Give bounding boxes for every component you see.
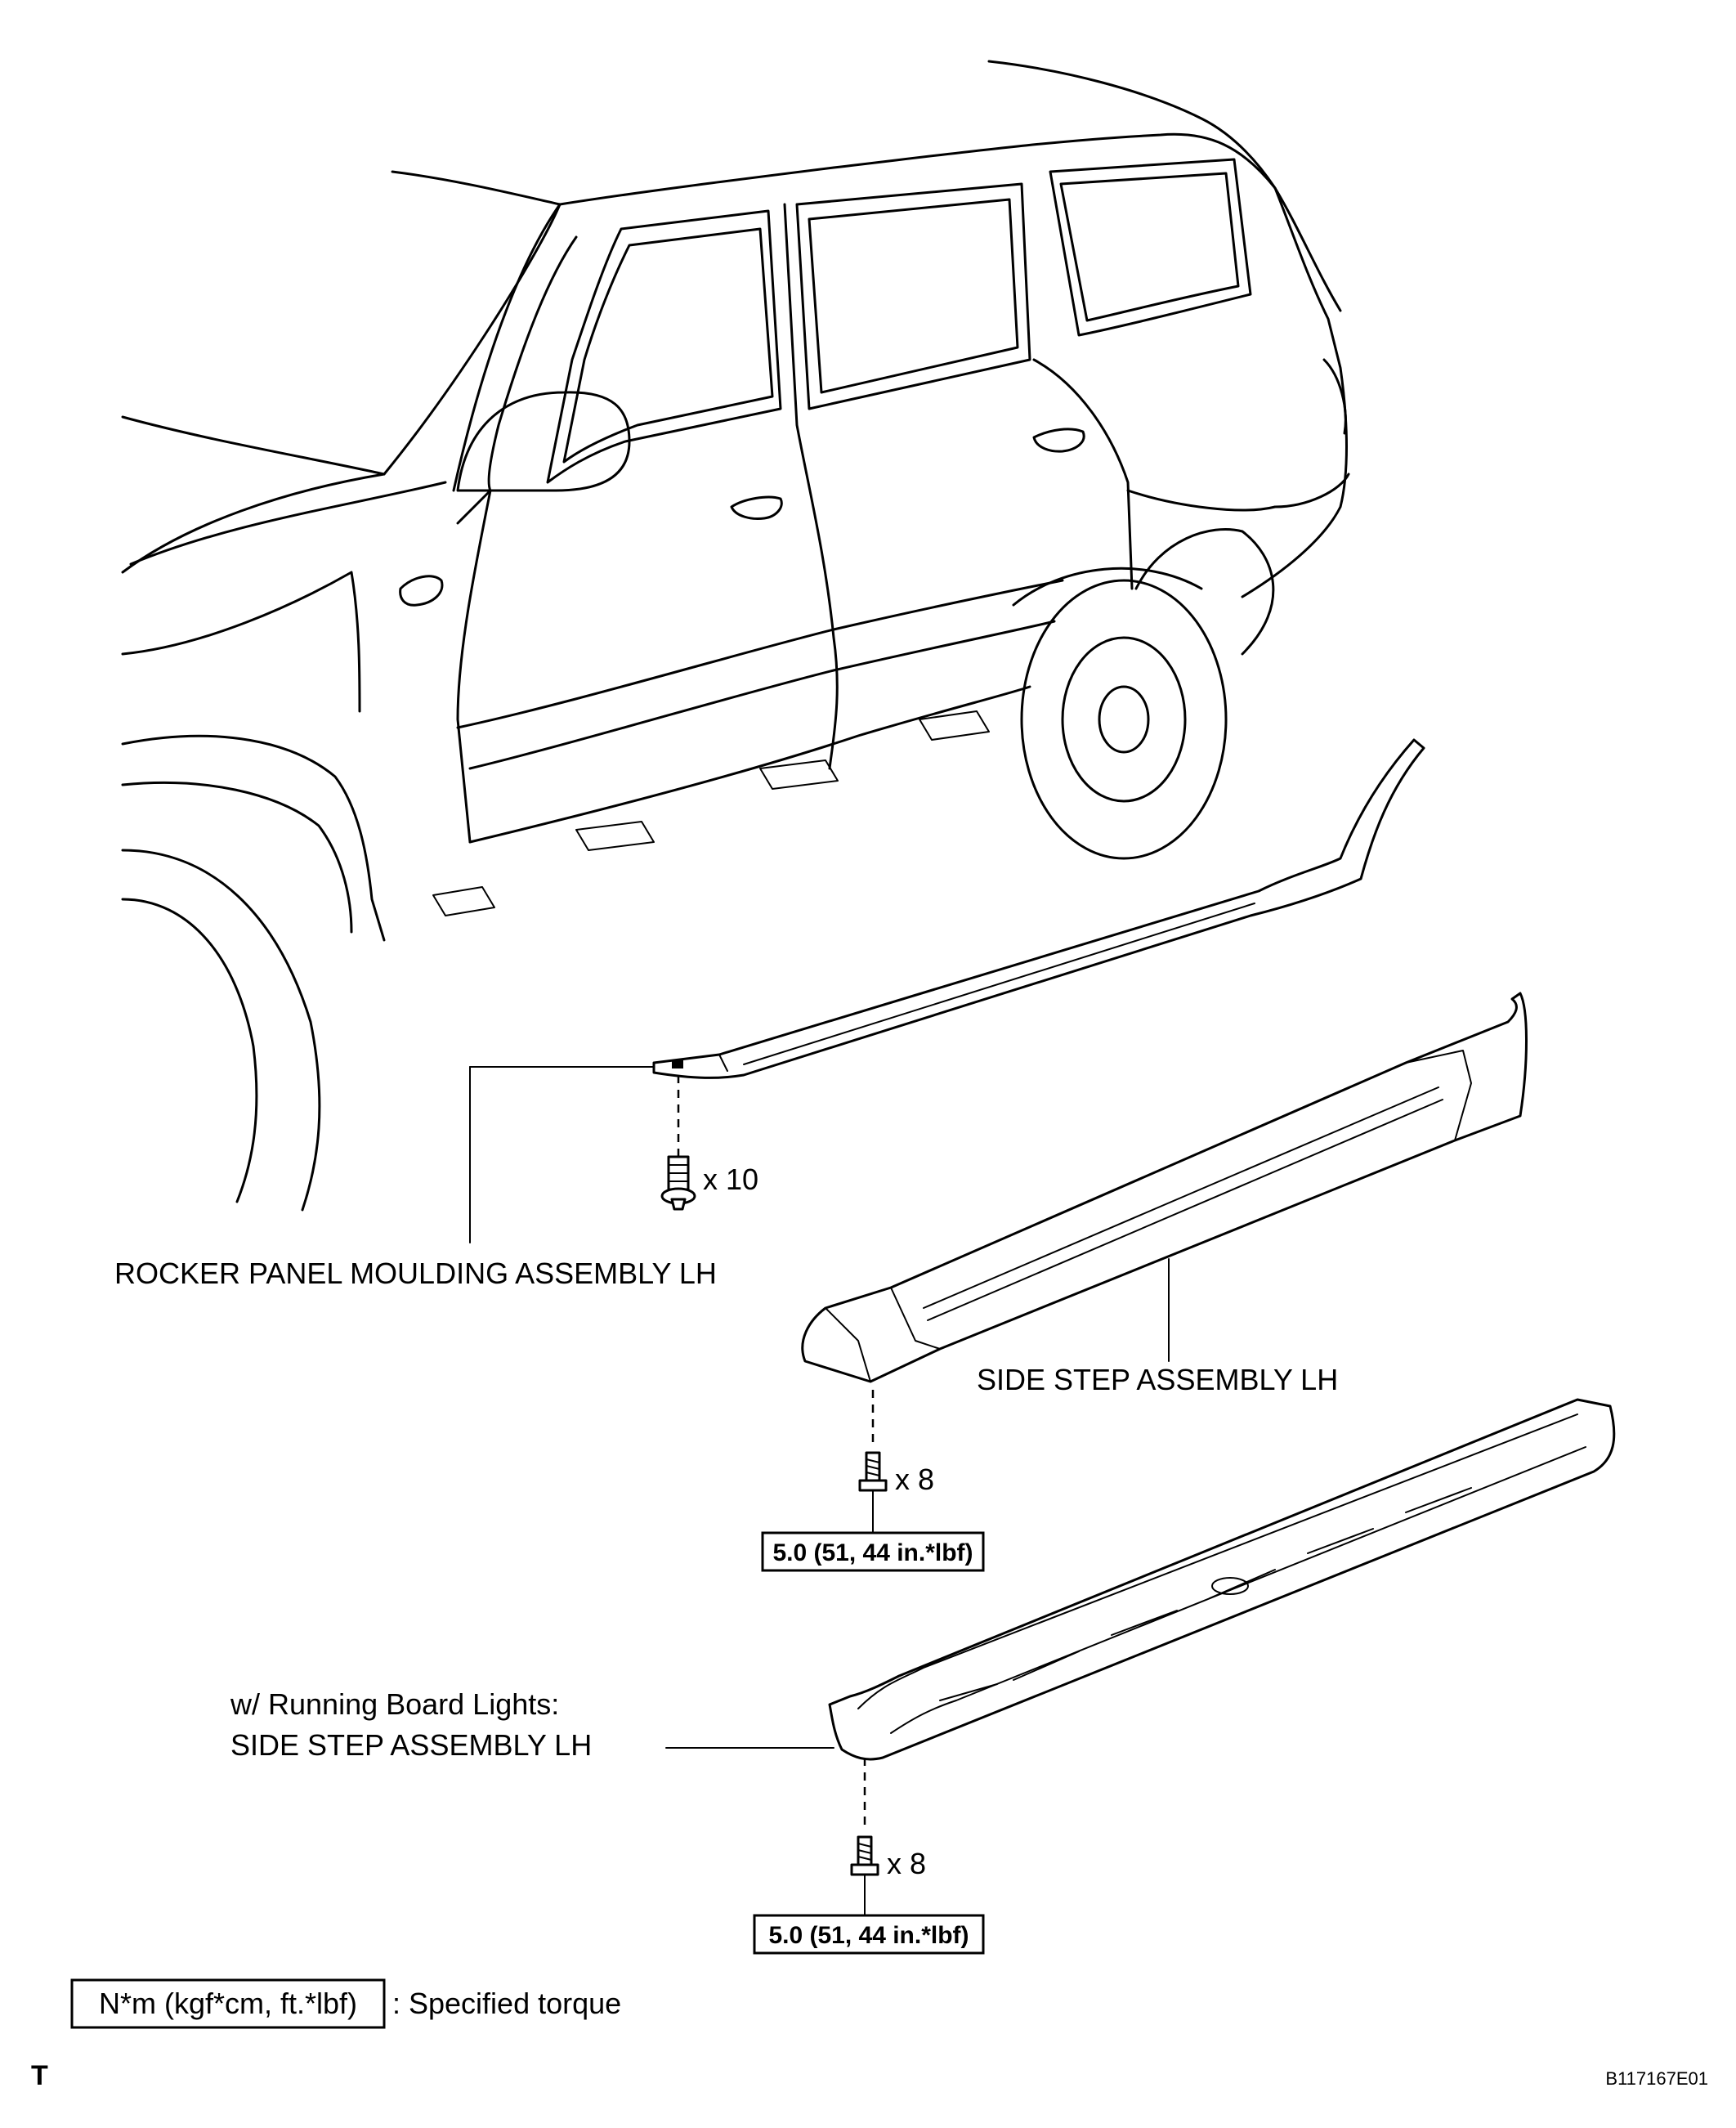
- running-board-torque-value: 5.0 (51, 44 in.*lbf): [768, 1922, 969, 1949]
- side-step-fastener-qty: x 8: [895, 1463, 934, 1496]
- bolt-icon: [850, 1835, 879, 1876]
- clip-icon: [660, 1155, 696, 1211]
- torque-unit-legend-box: [70, 1978, 386, 2029]
- running-board-torque-box: [753, 1914, 985, 1955]
- bolt-icon: [858, 1451, 888, 1492]
- rocker-fastener-qty: x 10: [703, 1163, 758, 1196]
- side-step-label: SIDE STEP ASSEMBLY LH: [977, 1363, 1338, 1396]
- corner-mark: T: [31, 2060, 48, 2091]
- running-board-side-step-part: [828, 1398, 1616, 1761]
- torque-unit-legend: N*m (kgf*cm, ft.*lbf): [99, 1987, 357, 2020]
- vehicle-outline-illustration: [121, 60, 1350, 1212]
- running-board-fastener-qty: x 8: [887, 1847, 926, 1880]
- mounting-brackets: [432, 710, 990, 916]
- rocker-panel-moulding-part: [652, 738, 1425, 1079]
- torque-legend-description: : Specified torque: [392, 1987, 621, 2020]
- figure-id: B117167E01: [1605, 2068, 1708, 2089]
- side-step-torque-value: 5.0 (51, 44 in.*lbf): [772, 1539, 973, 1566]
- running-board-label-line1: w/ Running Board Lights:: [230, 1687, 559, 1721]
- side-step-torque-box: [761, 1531, 985, 1572]
- running-board-label-line2: SIDE STEP ASSEMBLY LH: [230, 1728, 592, 1762]
- rocker-panel-label: ROCKER PANEL MOULDING ASSEMBLY LH: [114, 1257, 717, 1290]
- side-step-part: [801, 992, 1528, 1383]
